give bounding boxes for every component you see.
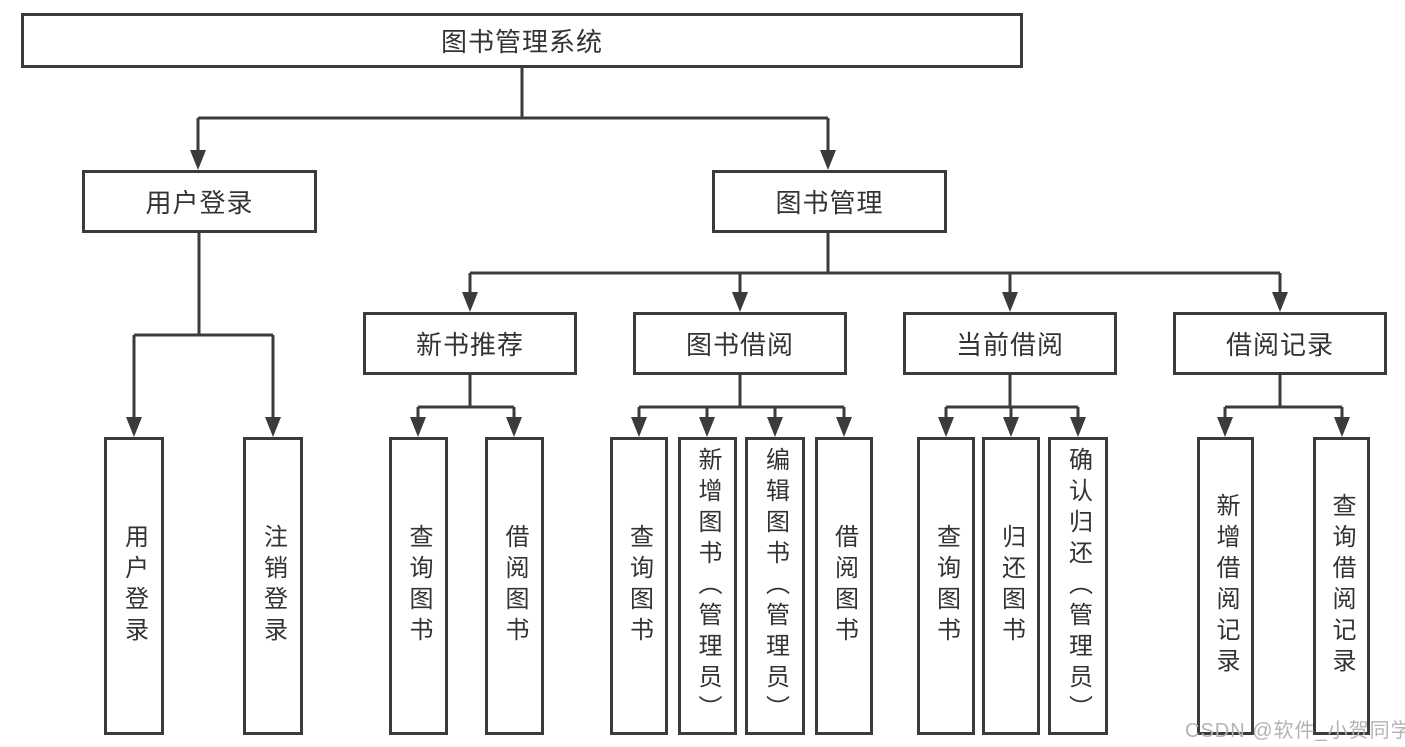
arrow-to-query-borrow-record [1334,407,1350,437]
node-return-books: 归还图书 [982,437,1040,735]
node-user-login: 用户登录 [82,170,317,233]
node-borrow-books-1: 借阅图书 [485,437,544,735]
node-add-books-admin: 新增图书（管理员） [678,437,737,735]
node-confirm-return-admin: 确认归还（管理员） [1048,437,1108,735]
branch-root [198,68,828,120]
node-query-books-3: 查询图书 [917,437,975,735]
node-query-books-2: 查询图书 [610,437,668,735]
node-borrowing-records: 借阅记录 [1173,312,1387,375]
node-book-management: 图书管理 [712,170,947,233]
node-edit-books-admin: 编辑图书（管理员） [745,437,805,735]
arrow-to-borrow-books-1 [506,407,522,437]
branch-current-borrowing [946,375,1078,409]
arrow-to-confirm-return-admin [1070,407,1086,437]
arrow-to-book-management [820,118,836,170]
arrow-to-query-books-2 [631,407,647,437]
arrow-to-return-books [1003,407,1019,437]
arrow-to-query-books-1 [410,407,426,437]
branch-borrowing-records [1225,375,1342,409]
node-logout-action: 注销登录 [243,437,303,735]
arrow-to-borrowing-records [1272,273,1288,312]
arrow-to-new-book-recommendation [462,273,478,312]
csdn-watermark: CSDN @软件_小贺同学 [1185,720,1405,742]
arrow-to-user-login [190,118,206,170]
arrow-to-borrow-books-2 [836,407,852,437]
branch-user-login [134,233,273,337]
arrow-to-edit-books-admin [767,407,783,437]
arrow-to-add-borrow-record [1217,407,1233,437]
node-book-borrowing: 图书借阅 [633,312,847,375]
arrow-to-add-books-admin [699,407,715,437]
node-query-books-1: 查询图书 [389,437,448,735]
arrow-to-current-borrowing [1002,273,1018,312]
node-query-borrow-record: 查询借阅记录 [1313,437,1370,735]
arrow-to-query-books-3 [938,407,954,437]
branch-book-borrowing [639,375,844,409]
arrow-to-user-login-action [126,335,142,437]
node-borrow-books-2: 借阅图书 [815,437,873,735]
branch-new-book-recommendation [418,375,514,409]
branch-book-management [470,233,1280,275]
node-add-borrow-record: 新增借阅记录 [1197,437,1254,735]
arrow-to-logout-action [265,335,281,437]
arrow-to-book-borrowing [732,273,748,312]
node-library-management-system: 图书管理系统 [21,13,1023,68]
node-new-book-recommendation: 新书推荐 [363,312,577,375]
node-current-borrowing: 当前借阅 [903,312,1117,375]
node-user-login-action: 用户登录 [104,437,164,735]
